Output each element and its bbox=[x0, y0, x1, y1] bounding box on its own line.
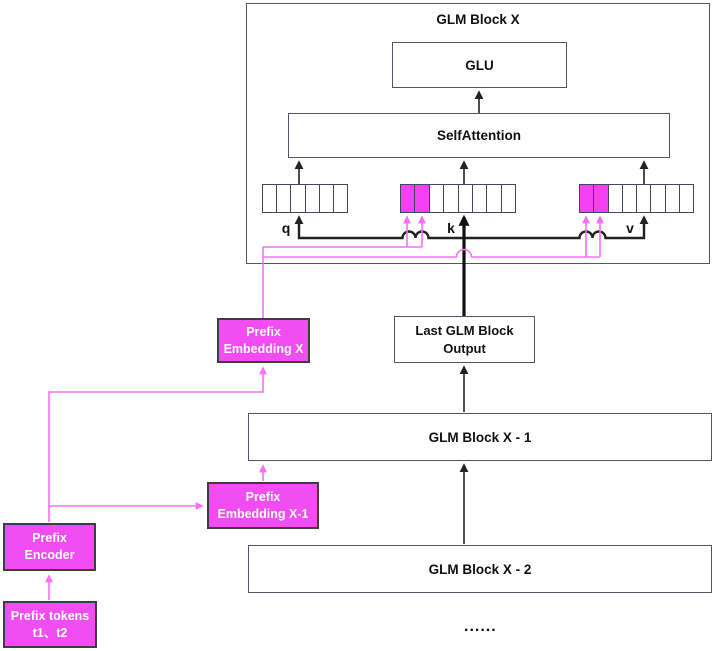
token-cell bbox=[262, 184, 278, 213]
q-token-strip bbox=[262, 184, 349, 213]
token-cell bbox=[304, 184, 320, 213]
token-cell bbox=[457, 184, 473, 213]
prefix-encoder-box: Prefix Encoder bbox=[3, 523, 96, 571]
q-label: q bbox=[281, 220, 291, 236]
token-cell bbox=[428, 184, 445, 213]
v-label: v bbox=[626, 220, 634, 236]
token-cell bbox=[290, 184, 306, 213]
prefix-embedding-x-1-box: Prefix Embedding X-1 bbox=[207, 482, 319, 529]
last-glm-block-output-line1: Last GLM Block bbox=[415, 322, 514, 338]
glm-block-x-2-box: GLM Block X - 2 bbox=[248, 545, 712, 593]
token-cell bbox=[332, 184, 349, 213]
last-glm-block-output-box: Last GLM Block Output bbox=[394, 316, 535, 363]
token-cell bbox=[471, 184, 488, 213]
glm-block-x-title: GLM Block X bbox=[436, 12, 520, 27]
token-cell bbox=[486, 184, 502, 213]
v-token-strip bbox=[579, 184, 694, 213]
self-attention-box: SelfAttention bbox=[288, 113, 670, 158]
self-attention-label: SelfAttention bbox=[437, 128, 521, 143]
glm-block-x-2-label: GLM Block X - 2 bbox=[428, 561, 532, 577]
prefix-token-cell bbox=[414, 184, 430, 213]
token-cell bbox=[664, 184, 680, 213]
glu-label: GLU bbox=[465, 57, 494, 73]
token-cell bbox=[276, 184, 292, 213]
glm-block-x-container bbox=[246, 3, 710, 264]
prefix-encoder-line2: Encoder bbox=[24, 548, 75, 562]
prefix-embedding-x-line1: Prefix bbox=[246, 324, 281, 339]
glm-block-x-1-label: GLM Block X - 1 bbox=[428, 429, 532, 445]
prefix-encoder-line1: Prefix bbox=[32, 531, 67, 545]
token-cell bbox=[443, 184, 459, 213]
last-glm-block-output-line2: Output bbox=[443, 340, 486, 356]
token-cell bbox=[636, 184, 652, 213]
token-cell bbox=[678, 184, 694, 213]
prefix-embedding-x-line2: Embedding X bbox=[223, 341, 304, 356]
prefix-embedding-x-box: Prefix Embedding X bbox=[217, 318, 310, 363]
prefix-embedding-x-1-line1: Prefix bbox=[245, 489, 281, 504]
token-cell bbox=[650, 184, 666, 213]
k-label: k bbox=[447, 220, 455, 236]
token-cell bbox=[621, 184, 637, 213]
stack-continues-ellipsis: ...... bbox=[464, 618, 497, 635]
prefix-tokens-box: Prefix tokens t1、t2 bbox=[3, 601, 97, 648]
prefix-token-cell bbox=[400, 184, 416, 213]
prefix-tokens-line2: t1、t2 bbox=[32, 625, 68, 640]
prefix-embedding-x-1-line2: Embedding X-1 bbox=[217, 506, 309, 521]
token-cell bbox=[318, 184, 334, 213]
token-cell bbox=[607, 184, 623, 213]
glu-box: GLU bbox=[392, 42, 567, 88]
prefix-token-cell bbox=[593, 184, 609, 213]
prefix-token-cell bbox=[579, 184, 595, 213]
k-token-strip bbox=[400, 184, 516, 213]
token-cell bbox=[500, 184, 516, 213]
prefix-tokens-line1: Prefix tokens bbox=[10, 608, 90, 623]
glm-block-x-1-box: GLM Block X - 1 bbox=[248, 413, 712, 461]
